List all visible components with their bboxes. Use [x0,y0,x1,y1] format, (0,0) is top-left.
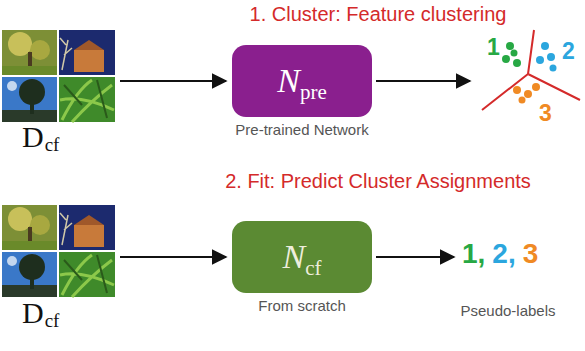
flow-arrow [120,256,226,258]
cluster-plot [482,30,580,110]
network-box: NprePre-trained Network [232,45,372,117]
network-subscript: pre [300,80,327,105]
network-symbol: N [282,238,305,276]
network-box: NcfFrom scratch [232,221,372,293]
network-caption: Pre-trained Network [235,121,368,138]
section-title: 1. Cluster: Feature clustering [250,3,507,26]
pseudo-label: 2, [492,238,515,270]
dataset-symbol: D [22,296,44,330]
image-collage [2,205,115,297]
dataset-subscript: cf [45,310,60,332]
dataset-symbol: D [22,120,44,154]
image-collage [2,30,115,122]
caption-text: Pseudo-labels [460,302,555,319]
network-symbol: N [277,62,300,100]
cluster-number: 2 [562,38,575,65]
pseudo-label: 3 [523,238,539,270]
cluster-number: 1 [487,34,500,61]
flow-arrow [120,80,226,82]
network-label: Ncf [282,238,321,276]
network-subscript: cf [305,256,321,281]
network-label: Npre [277,62,327,100]
section-title: 2. Fit: Predict Cluster Assignments [225,170,531,193]
dataset-subscript: cf [45,134,60,156]
flow-arrow [376,256,454,258]
network-caption: From scratch [258,297,346,314]
pseudo-label: 1, [462,238,485,270]
flow-arrow [376,80,470,82]
cluster-number: 3 [539,100,552,127]
